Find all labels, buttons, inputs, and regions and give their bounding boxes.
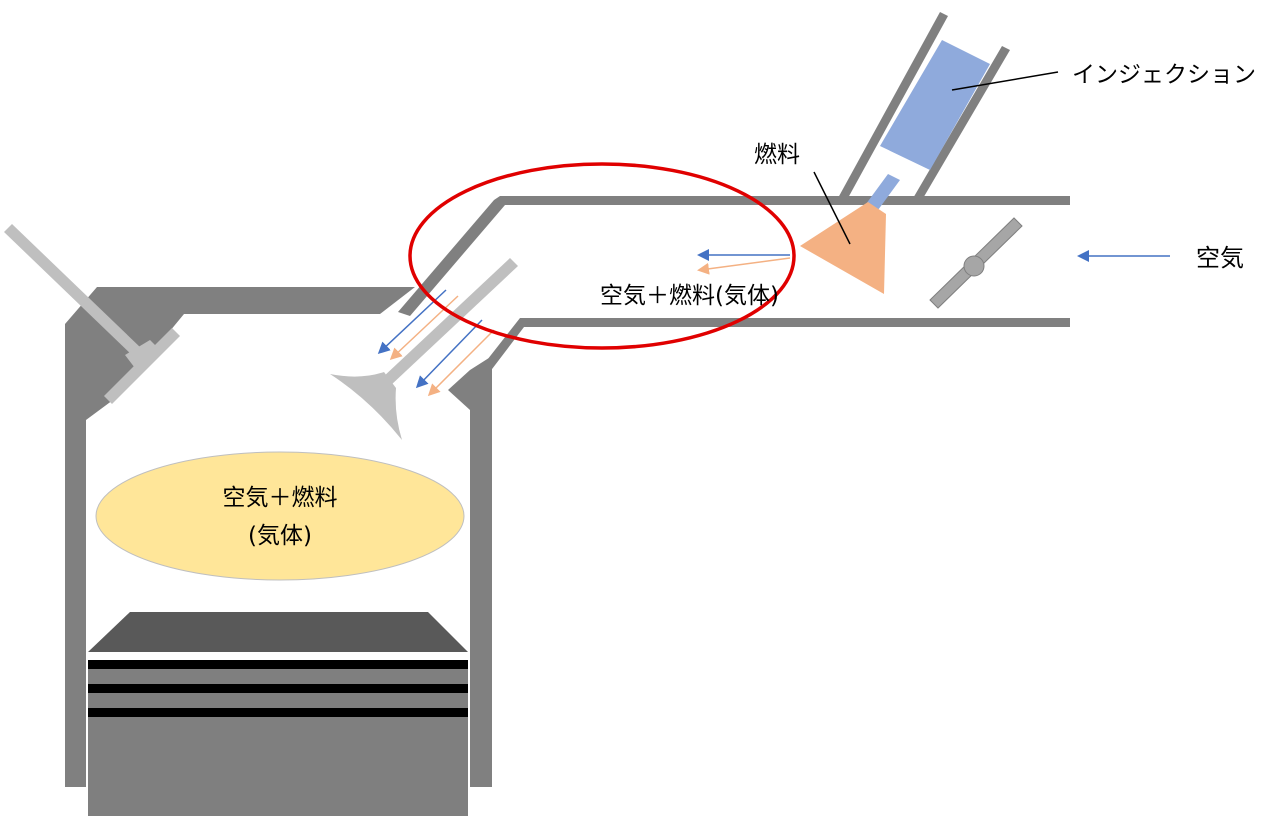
cylinder	[65, 287, 492, 787]
piston-ring-2	[88, 684, 468, 693]
port-flow-arrows	[697, 249, 791, 275]
fuel-leader-line	[813, 171, 851, 245]
piston-band-2	[88, 693, 468, 708]
fuel-label: 燃料	[754, 142, 800, 168]
chamber-mixture-label-line1: 空気＋燃料	[223, 485, 338, 511]
piston	[88, 612, 468, 816]
injector-nozzle	[866, 174, 900, 210]
piston-ring-1	[88, 660, 468, 669]
piston-ring-3	[88, 708, 468, 717]
highlight-ring	[408, 162, 796, 350]
mixture-cloud	[95, 451, 465, 581]
intake-valve-icon	[330, 258, 518, 440]
intake-port-lower-wall	[462, 318, 1070, 398]
injector	[800, 40, 990, 294]
piston-body	[88, 717, 468, 816]
fuel-spray	[800, 202, 886, 294]
throttle-valve-icon	[929, 217, 1023, 309]
injection-leader-line	[951, 71, 1059, 91]
cylinder-right-wall	[184, 287, 415, 314]
injector-housing-left	[838, 12, 948, 198]
injector-body	[880, 40, 990, 170]
piston-band-1	[88, 669, 468, 684]
injection-label: インジェクション	[1072, 62, 1256, 88]
piston-crown	[88, 612, 468, 652]
exhaust-valve-icon	[4, 224, 180, 404]
port-mixture-label: 空気＋燃料(気体)	[600, 283, 779, 309]
cylinder-left-wall	[65, 287, 184, 787]
cylinder-right-side-wall	[448, 356, 492, 787]
port-fuel-arrow	[697, 257, 791, 275]
air-label: 空気	[1196, 244, 1244, 272]
chamber-mixture-label-line2: (気体)	[248, 523, 312, 549]
